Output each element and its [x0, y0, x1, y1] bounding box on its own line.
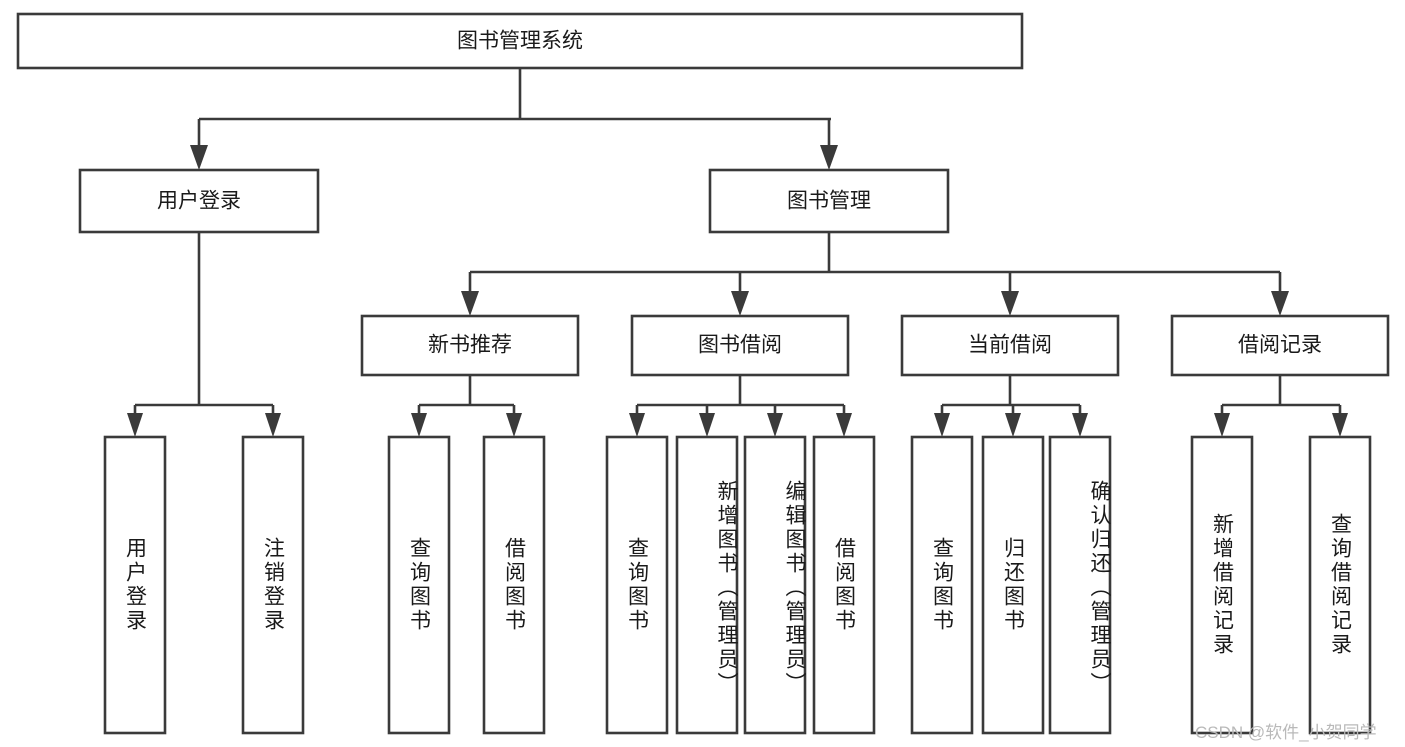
arrow-head-icon: [411, 413, 427, 437]
leaf-box-logout[interactable]: [241, 435, 305, 735]
leaf-boxes-group: [103, 435, 1372, 735]
node-book-manage[interactable]: 图书管理: [708, 168, 950, 234]
leaf-box-add-book[interactable]: [675, 435, 739, 735]
connector-group-user-login: [127, 232, 281, 437]
connector-group-current-borrow: [934, 375, 1088, 437]
connector-group-book-manage: [461, 232, 1289, 316]
node-borrow-record-box[interactable]: [1170, 314, 1390, 377]
leaf-box-add-record[interactable]: [1190, 435, 1254, 735]
node-new-book-recommend-label: 新书推荐: [428, 334, 512, 357]
leaf-box-borrow-book[interactable]: [812, 435, 876, 735]
leaf-box-user-login[interactable]: [103, 435, 167, 735]
connector-group-book-borrow: [629, 375, 852, 437]
node-borrow-record[interactable]: 借阅记录: [1170, 314, 1390, 377]
arrow-head-icon: [190, 145, 208, 170]
arrow-head-icon: [767, 413, 783, 437]
node-book-borrow-box[interactable]: [630, 314, 850, 377]
arrow-head-icon: [265, 413, 281, 437]
leaf-box-edit-book[interactable]: [743, 435, 807, 735]
leaf-box-query-book-borrow[interactable]: [605, 435, 669, 735]
arrow-head-icon: [1001, 291, 1019, 316]
connector-group-root: [190, 68, 838, 170]
node-book-borrow[interactable]: 图书借阅: [630, 314, 850, 377]
arrow-head-icon: [1072, 413, 1088, 437]
node-user-login-box[interactable]: [78, 168, 320, 234]
node-book-manage-box[interactable]: [708, 168, 950, 234]
arrow-head-icon: [934, 413, 950, 437]
csdn-watermark: CSDN @软件_小贺同学: [1195, 723, 1377, 742]
connector-group-new-book-recommend: [411, 375, 522, 437]
arrow-head-icon: [1214, 413, 1230, 437]
leaf-box-query-record[interactable]: [1308, 435, 1372, 735]
arrow-head-icon: [1005, 413, 1021, 437]
node-new-book-recommend-box[interactable]: [360, 314, 580, 377]
node-book-manage-label: 图书管理: [787, 190, 871, 213]
arrow-head-icon: [731, 291, 749, 316]
arrow-head-icon: [461, 291, 479, 316]
node-root[interactable]: 图书管理系统: [16, 12, 1024, 70]
node-book-borrow-label: 图书借阅: [698, 334, 782, 357]
node-root-box[interactable]: [16, 12, 1024, 70]
leaf-box-query-book-cur[interactable]: [910, 435, 974, 735]
arrow-head-icon: [1332, 413, 1348, 437]
arrow-head-icon: [820, 145, 838, 170]
node-user-login-label: 用户登录: [157, 190, 241, 213]
arrow-head-icon: [699, 413, 715, 437]
node-borrow-record-label: 借阅记录: [1238, 334, 1322, 357]
arrow-head-icon: [127, 413, 143, 437]
node-current-borrow-label: 当前借阅: [968, 334, 1052, 357]
arrow-head-icon: [836, 413, 852, 437]
node-root-label: 图书管理系统: [457, 30, 583, 53]
node-user-login[interactable]: 用户登录: [78, 168, 320, 234]
leaf-box-return-book[interactable]: [981, 435, 1045, 735]
leaf-box-query-book-rec[interactable]: [387, 435, 451, 735]
arrow-head-icon: [506, 413, 522, 437]
connector-group-borrow-record: [1214, 375, 1348, 437]
node-current-borrow[interactable]: 当前借阅: [900, 314, 1120, 377]
node-new-book-recommend[interactable]: 新书推荐: [360, 314, 580, 377]
arrow-head-icon: [629, 413, 645, 437]
node-current-borrow-box[interactable]: [900, 314, 1120, 377]
arrow-head-icon: [1271, 291, 1289, 316]
leaf-box-borrow-book-rec[interactable]: [482, 435, 546, 735]
leaf-box-confirm-return[interactable]: [1048, 435, 1112, 735]
